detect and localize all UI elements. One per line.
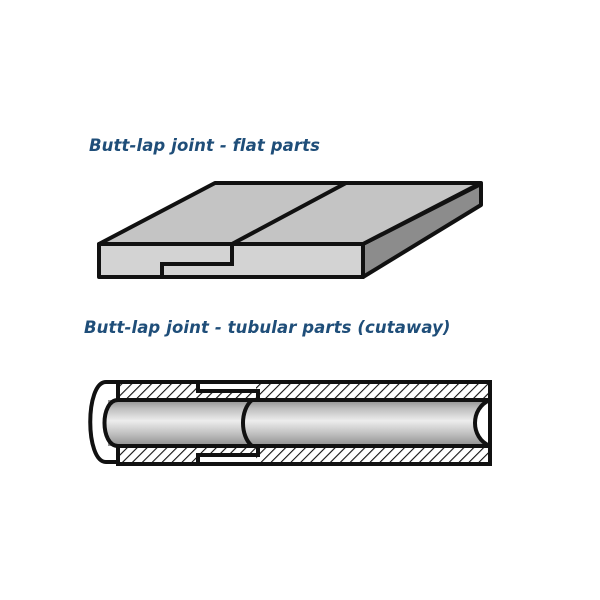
tube-core-left-end [102, 398, 119, 448]
tube-top-lap-step [196, 382, 260, 400]
flat-joint-figure [97, 181, 483, 279]
tube-bottom-lap-gap [200, 457, 256, 462]
tube-bottom-wall [116, 444, 492, 466]
flat-lap-step [160, 244, 234, 277]
caption-tubular-parts: Butt-lap joint - tubular parts (cutaway) [84, 318, 451, 337]
tube-bottom-lap-step [196, 446, 260, 464]
flat-top-seam [231, 181, 347, 246]
tube-right-end [473, 398, 491, 448]
tube-top-lap-gap [200, 384, 256, 389]
caption-flat-parts: Butt-lap joint - flat parts [89, 136, 321, 155]
tube-top-wall [116, 380, 492, 402]
tube-inner-core [108, 400, 490, 446]
tube-joint-line [241, 398, 254, 448]
tube-joint-figure [88, 380, 492, 466]
